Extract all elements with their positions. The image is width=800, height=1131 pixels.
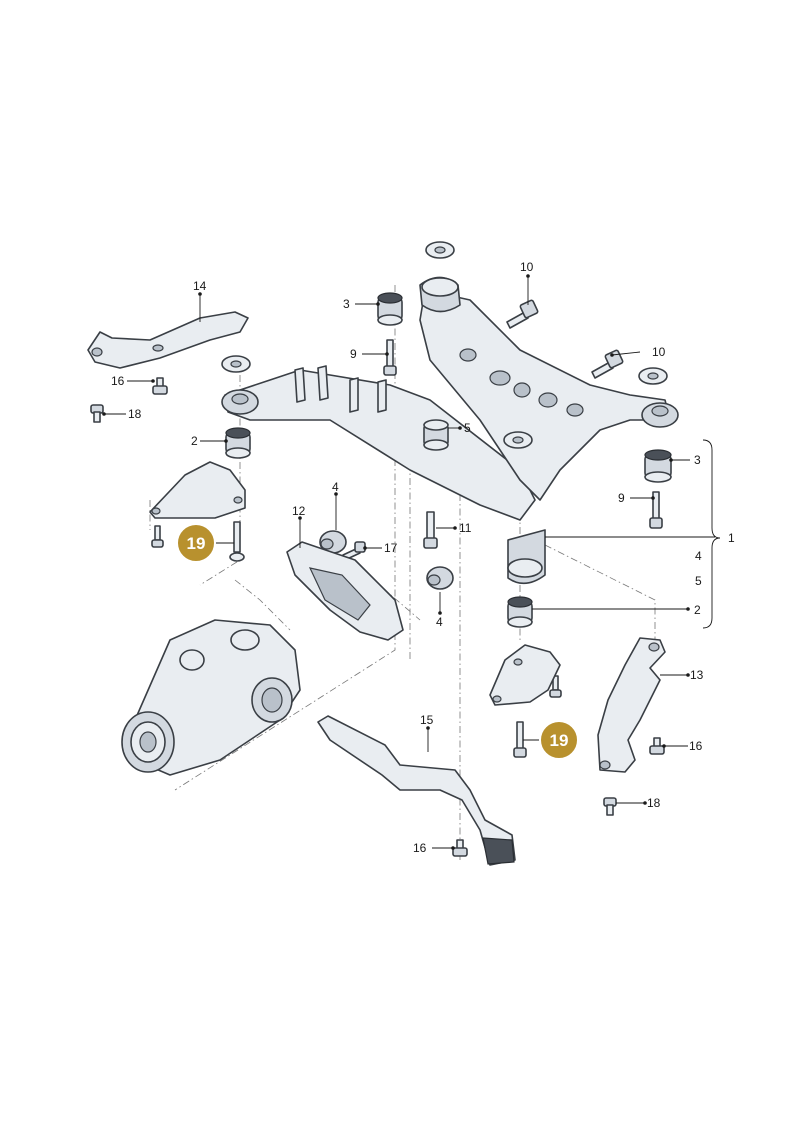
bolt-19-left	[229, 521, 245, 562]
plate-12	[286, 541, 404, 641]
bracket-14	[87, 311, 249, 369]
washer-top-left	[221, 355, 251, 373]
callout-13: 13	[690, 668, 704, 682]
callout-10: 10	[652, 345, 666, 359]
bolt-18-left	[90, 404, 104, 423]
callout-12: 12	[292, 504, 306, 518]
callout-15: 15	[420, 713, 434, 727]
callout-3: 3	[343, 297, 350, 311]
highlight-badge-19-right: 19	[539, 720, 579, 760]
bushing-3-right	[644, 449, 672, 483]
callout-4: 4	[332, 480, 339, 494]
callout-2: 2	[191, 434, 198, 448]
callout-11: 11	[459, 521, 472, 535]
callout-9: 9	[618, 491, 625, 505]
bushing-2-right	[507, 596, 533, 628]
bushing-2-left	[225, 427, 251, 459]
callout-4: 4	[695, 549, 702, 563]
washer-top-right	[638, 367, 668, 385]
bushing-5	[423, 419, 449, 451]
callout-2: 2	[694, 603, 701, 617]
callout-16: 16	[111, 374, 125, 388]
callout-17: 17	[384, 541, 398, 555]
washer-mid	[503, 431, 533, 449]
rear-subframe	[221, 276, 679, 585]
bushing-3-upper	[377, 292, 403, 326]
small-bolt-right	[549, 675, 562, 698]
callout-9: 9	[350, 347, 357, 361]
callout-16: 16	[689, 739, 703, 753]
callout-16: 16	[413, 841, 427, 855]
washer-top-center	[425, 241, 455, 259]
bracket-13	[597, 637, 666, 773]
bolt-9-right	[649, 491, 663, 529]
bolt-10-upper	[506, 299, 539, 329]
mount-bracket-right	[489, 644, 561, 706]
nut-16-bottom	[452, 839, 468, 857]
callout-10: 10	[520, 260, 534, 274]
callout-5: 5	[695, 574, 702, 588]
callout-4: 4	[436, 615, 443, 629]
bolt-19-right	[513, 721, 527, 758]
badge-19-label: 19	[550, 731, 569, 750]
rear-differential	[121, 619, 301, 776]
shield-15	[317, 715, 516, 866]
callout-3: 3	[694, 453, 701, 467]
callout-18: 18	[128, 407, 142, 421]
highlight-badge-19-left: 19	[176, 523, 216, 563]
callout-1: 1	[728, 531, 735, 545]
bushing-4-lower	[426, 566, 454, 590]
nut-16-left	[152, 377, 168, 395]
small-bolt-left	[151, 525, 164, 548]
bolt-11	[423, 511, 438, 549]
badge-19-label: 19	[187, 534, 206, 553]
callout-18: 18	[647, 796, 661, 810]
bolt-18-right	[603, 797, 617, 816]
bolt-9-upper	[383, 339, 397, 376]
leader-lines	[104, 276, 721, 849]
callout-14: 14	[193, 279, 207, 293]
callout-labels: 1 2 2 3 3 4 4 4 5 5 9 9 10 10 11 12 13 1…	[111, 260, 735, 855]
leader-dots	[102, 274, 690, 850]
nut-16-right	[649, 737, 665, 755]
mount-bracket-left	[149, 461, 246, 519]
callout-5: 5	[464, 421, 471, 435]
